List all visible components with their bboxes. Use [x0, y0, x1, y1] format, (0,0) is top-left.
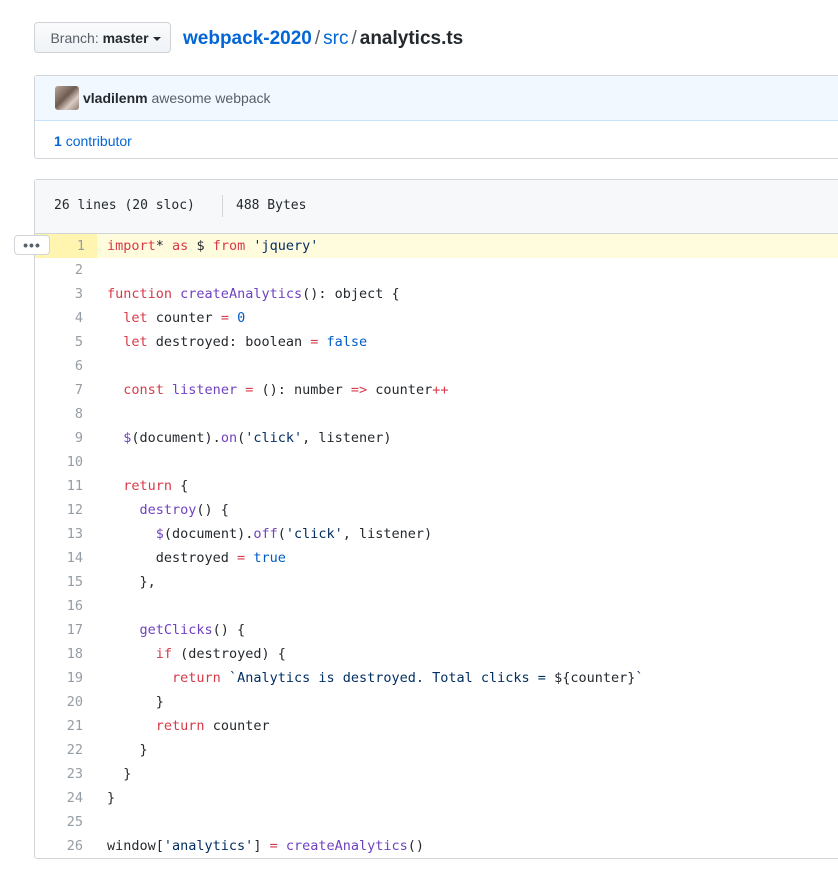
- file-info-divider: [222, 195, 223, 217]
- code-line: 6: [35, 354, 838, 378]
- code-line: 21 return counter: [35, 714, 838, 738]
- line-number[interactable]: 3: [74, 286, 83, 302]
- code-line: 4 let counter = 0: [35, 306, 838, 330]
- code-line-content: let destroyed: boolean = false: [123, 334, 368, 350]
- code-line: 7 const listener = (): number => counter…: [35, 378, 838, 402]
- line-number[interactable]: 11: [66, 478, 83, 494]
- line-number[interactable]: 7: [74, 382, 83, 398]
- code-line: 24}: [35, 786, 838, 810]
- code-line: 14 destroyed = true: [35, 546, 838, 570]
- code-line-content: getClicks() {: [139, 622, 246, 638]
- code-line-content: function createAnalytics(): object {: [107, 286, 400, 302]
- code-line: 19 return `Analytics is destroyed. Total…: [35, 666, 838, 690]
- code-line: 23 }: [35, 762, 838, 786]
- line-actions-button[interactable]: •••: [14, 235, 50, 255]
- code-line-content: if (destroyed) {: [155, 646, 286, 662]
- code-line: 8: [35, 402, 838, 426]
- code-line-content: destroyed = true: [107, 550, 286, 566]
- line-number[interactable]: 23: [66, 766, 83, 782]
- commit-message[interactable]: awesome webpack: [151, 90, 271, 106]
- code-line: 2: [35, 258, 838, 282]
- line-number[interactable]: 10: [66, 454, 83, 470]
- commit-author[interactable]: vladilenm: [83, 90, 148, 106]
- breadcrumb-file-name: analytics.ts: [359, 28, 464, 49]
- code-line: 11 return {: [35, 474, 838, 498]
- latest-commit-box: vladilenm awesome webpack 1 contributor: [34, 75, 838, 159]
- commit-header: vladilenm awesome webpack: [35, 76, 838, 121]
- file-size: 488 Bytes: [236, 198, 307, 213]
- line-number[interactable]: 19: [66, 670, 83, 686]
- line-number[interactable]: 2: [74, 262, 83, 278]
- file-line-count: 26 lines (20 sloc): [54, 198, 195, 213]
- code-line-content: return counter: [155, 718, 270, 734]
- caret-down-icon: [152, 37, 161, 42]
- code-line-content: },: [107, 574, 156, 590]
- branch-select-button[interactable]: Branch: master: [34, 22, 171, 53]
- code-line: 22 }: [35, 738, 838, 762]
- line-number[interactable]: 9: [74, 430, 83, 446]
- code-line-content: }: [107, 742, 148, 758]
- line-number[interactable]: 13: [66, 526, 83, 542]
- code-line-content: }: [107, 766, 132, 782]
- code-line: 10: [35, 450, 838, 474]
- code-line-content: window['analytics'] = createAnalytics(): [107, 838, 425, 854]
- line-number[interactable]: 15: [66, 574, 83, 590]
- branch-label: Branch:: [50, 30, 99, 46]
- code-line: 9 $(document).on('click', listener): [35, 426, 838, 450]
- file-header: 26 lines (20 sloc) 488 Bytes: [35, 180, 838, 234]
- code-line: 16: [35, 594, 838, 618]
- code-line: 5 let destroyed: boolean = false: [35, 330, 838, 354]
- code-line: 25: [35, 810, 838, 834]
- code-line: 15 },: [35, 570, 838, 594]
- breadcrumb-separator: /: [314, 28, 321, 49]
- line-number[interactable]: 21: [66, 718, 83, 734]
- code-line: 20 }: [35, 690, 838, 714]
- line-number[interactable]: 4: [74, 310, 83, 326]
- code-line: 13 $(document).off('click', listener): [35, 522, 838, 546]
- line-number[interactable]: 16: [66, 598, 83, 614]
- contributors-count: 1: [54, 133, 62, 149]
- breadcrumb-repo-link[interactable]: webpack-2020: [183, 28, 312, 49]
- line-number[interactable]: 17: [66, 622, 83, 638]
- line-number[interactable]: 22: [66, 742, 83, 758]
- contributors-label: contributor: [65, 133, 132, 149]
- contributors-link[interactable]: 1 contributor: [54, 133, 132, 149]
- code-line-content: const listener = (): number => counter++: [123, 382, 449, 398]
- line-number[interactable]: 14: [66, 550, 83, 566]
- code-line-content: $(document).off('click', listener): [155, 526, 433, 542]
- line-number[interactable]: 6: [74, 358, 83, 374]
- commit-summary: vladilenm awesome webpack: [83, 89, 271, 107]
- code-line: 3 function createAnalytics(): object {: [35, 282, 838, 306]
- branch-name: master: [102, 30, 149, 46]
- code-line-content: return {: [123, 478, 189, 494]
- line-number[interactable]: 24: [66, 790, 83, 806]
- code-line-content: return `Analytics is destroyed. Total cl…: [172, 670, 644, 686]
- code-line: 18 if (destroyed) {: [35, 642, 838, 666]
- line-number[interactable]: 5: [74, 334, 83, 350]
- code-line: 17 getClicks() {: [35, 618, 838, 642]
- code-line: 26 window['analytics'] = createAnalytics(…: [35, 834, 838, 858]
- breadcrumb: webpack-2020/src/analytics.ts: [183, 27, 463, 51]
- code-line-content: }: [107, 694, 164, 710]
- line-number[interactable]: 26: [66, 838, 83, 854]
- avatar[interactable]: [55, 86, 79, 110]
- line-number[interactable]: 18: [66, 646, 83, 662]
- kebab-horizontal-icon: •••: [23, 237, 41, 253]
- breadcrumb-separator: /: [351, 28, 357, 49]
- line-number[interactable]: 8: [74, 406, 83, 422]
- line-number[interactable]: 25: [66, 814, 83, 830]
- line-number[interactable]: 12: [66, 502, 83, 518]
- code-line-content: $(document).on('click', listener): [123, 430, 392, 446]
- code-line-content: destroy() {: [139, 502, 229, 518]
- breadcrumb-folder-link[interactable]: src: [323, 28, 349, 49]
- code-line-content: let counter = 0: [123, 310, 246, 326]
- line-number[interactable]: 20: [66, 694, 83, 710]
- code-line-content: import* as $ from 'jquery': [107, 238, 319, 254]
- code-line-content: }: [107, 790, 116, 806]
- code-line: 12 destroy() {: [35, 498, 838, 522]
